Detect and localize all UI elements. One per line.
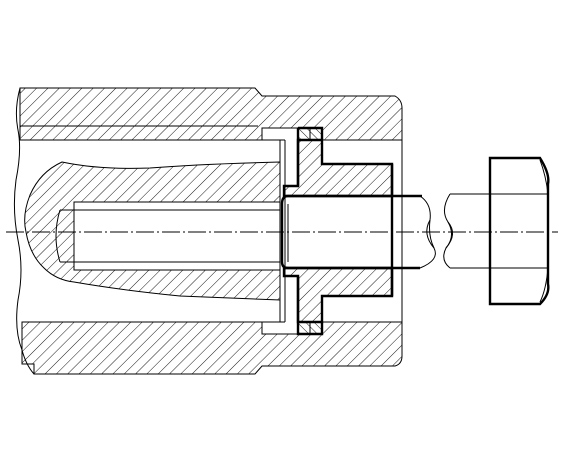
plug-bore-tip [55, 209, 61, 263]
flange-bottom [282, 266, 394, 324]
housing-break-left [13, 87, 35, 375]
plug-bore [73, 201, 281, 271]
bolt-head [443, 156, 550, 306]
flange-top [282, 138, 394, 198]
bolt-hex-chamfer-bottom [539, 267, 549, 303]
bolt-hex-chamfer-top [539, 159, 549, 195]
housing-top-wall [19, 87, 403, 141]
flange-nut [282, 126, 394, 336]
seals [297, 127, 323, 335]
bolt-shaft-stub [450, 193, 490, 269]
shaft-body [280, 194, 420, 270]
shaft-break-inner [426, 219, 435, 249]
housing-bottom-wall [21, 321, 403, 375]
bolt-shaft-break [443, 193, 452, 269]
plug-body [24, 161, 281, 301]
bolt-shaft-break-inner [445, 221, 453, 249]
shaft-break [419, 195, 436, 269]
shaft [280, 194, 436, 270]
bolt-hex-head [488, 156, 550, 306]
tapered-plug [24, 140, 286, 322]
